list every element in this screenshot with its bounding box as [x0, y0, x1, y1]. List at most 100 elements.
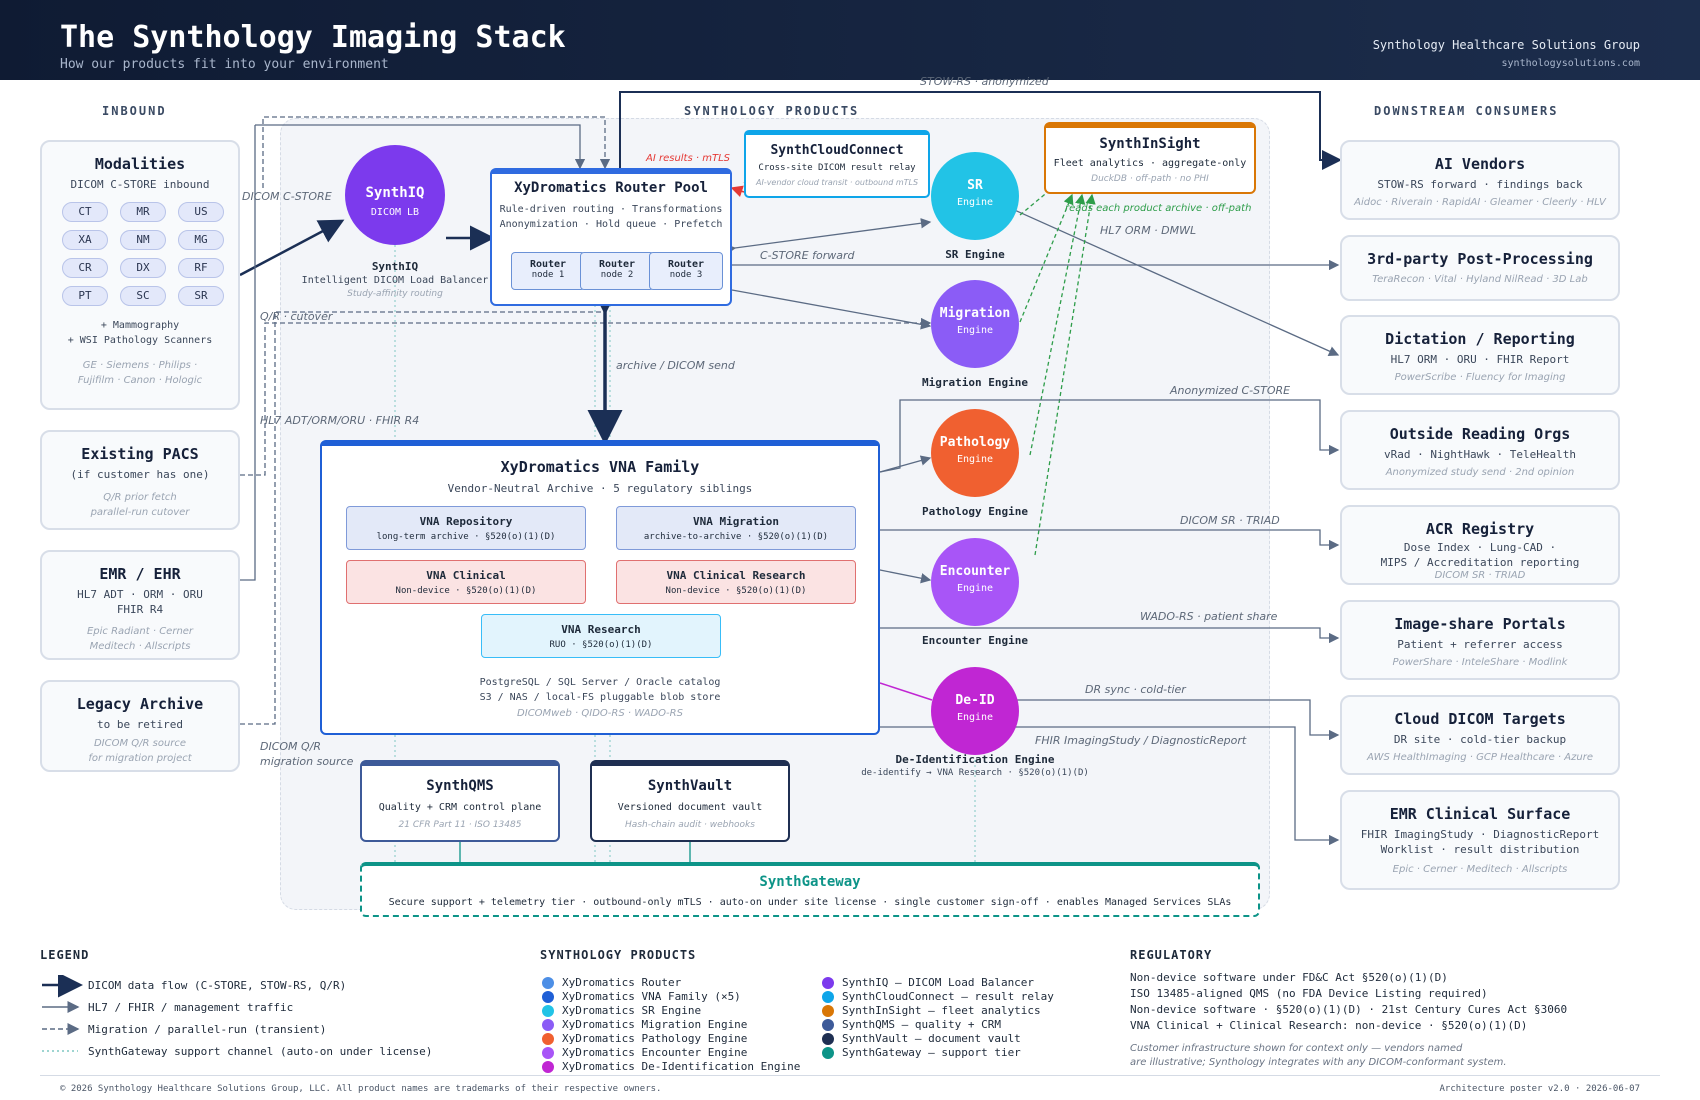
legacy-title: Legacy Archive: [76, 695, 204, 713]
vna-subtitle: Vendor-Neutral Archive · 5 regulatory si…: [447, 482, 753, 495]
vna-sub-desc: archive-to-archive · §520(o)(1)(D): [643, 532, 829, 542]
vna-family-card: XyDromatics VNA Family Vendor-Neutral Ar…: [320, 440, 880, 735]
pacs-note: parallel-run cutover: [90, 507, 190, 518]
legend-item: DICOM data flow (C-STORE, STOW-RS, Q/R): [88, 979, 347, 992]
edge-label-fhir: FHIR ImagingStudy / DiagnosticReport: [1035, 734, 1247, 747]
modality-pill: DX: [120, 258, 166, 278]
engine-name: Migration: [939, 306, 1011, 321]
vna-clinical: VNA Clinical Non-device · §520(o)(1)(D): [346, 560, 586, 604]
product-color-dot: [822, 1047, 834, 1059]
product-legend-item: SynthGateway — support tier: [842, 1046, 1021, 1059]
emr-vendors: Epic Radiant · Cerner: [86, 626, 194, 637]
vna-footer-note: DICOMweb · QIDO-RS · WADO-RS: [517, 708, 683, 719]
pathology-engine-label: Pathology Engine: [922, 505, 1028, 518]
deid-engine-node: De-ID Engine: [931, 667, 1019, 755]
engine-name: De-ID: [955, 693, 995, 708]
cloudconnect-note: AI-vendor cloud transit · outbound mTLS: [755, 178, 919, 187]
insight-title: SynthInSight: [1099, 136, 1201, 152]
footer-divider: [40, 1075, 1660, 1076]
vna-sub-desc: RUO · §520(o)(1)(D): [549, 640, 653, 650]
downstream-vendors: Anonymized study send · 2nd opinion: [1385, 467, 1575, 478]
vna-sub-title: VNA Research: [561, 623, 641, 636]
modality-pill: MR: [120, 202, 166, 222]
vna-sub-title: VNA Clinical: [426, 569, 506, 582]
section-products: SYNTHOLOGY PRODUCTS: [684, 104, 860, 118]
legacy-subtitle: to be retired: [96, 718, 184, 731]
downstream-card: EMR Clinical Surface FHIR ImagingStudy ·…: [1340, 790, 1620, 890]
downstream-title: AI Vendors: [1434, 155, 1526, 173]
synthiq-node: SynthIQ DICOM LB: [345, 145, 445, 245]
existing-pacs-card: Existing PACS (if customer has one) Q/R …: [40, 430, 240, 530]
vna-sub-desc: long-term archive · §520(o)(1)(D): [376, 532, 556, 542]
regulatory-line: ISO 13485-aligned QMS (no FDA Device Lis…: [1130, 987, 1488, 1000]
downstream-sub: MIPS / Accreditation reporting: [1380, 556, 1580, 569]
product-color-dot: [822, 1019, 834, 1031]
modality-pill: CT: [62, 202, 108, 222]
legend-item: HL7 / FHIR / management traffic: [88, 1001, 294, 1014]
engine-sub: Engine: [956, 197, 994, 208]
vna-footer: PostgreSQL / SQL Server / Oracle catalog: [479, 677, 721, 688]
product-color-dot: [542, 991, 554, 1003]
modalities-extra: + Mammography: [100, 320, 180, 331]
deid-engine-label: De-Identification Engine: [895, 753, 1055, 766]
product-legend-item: SynthQMS — quality + CRM: [842, 1018, 1001, 1031]
product-legend-item: SynthIQ — DICOM Load Balancer: [842, 976, 1035, 989]
downstream-title: ACR Registry: [1425, 520, 1535, 538]
migration-engine-label: Migration Engine: [922, 376, 1028, 389]
synthinsight-card: SynthInSight Fleet analytics · aggregate…: [1044, 122, 1256, 194]
edge-label-archive-send: archive / DICOM send: [616, 359, 735, 372]
downstream-vendors: PowerScribe · Fluency for Imaging: [1394, 372, 1566, 383]
modalities-extra: + WSI Pathology Scanners: [67, 335, 213, 346]
product-legend-item: SynthCloudConnect — result relay: [842, 990, 1054, 1003]
product-legend-item: XyDromatics SR Engine: [562, 1004, 702, 1017]
downstream-title: Cloud DICOM Targets: [1394, 710, 1566, 728]
footer-copyright: © 2026 Synthology Healthcare Solutions G…: [60, 1084, 662, 1094]
router-node-name: Router: [529, 259, 567, 270]
legend-line-samples: [42, 975, 83, 1052]
product-color-dot: [542, 1019, 554, 1031]
downstream-title: Outside Reading Orgs: [1389, 425, 1571, 443]
encounter-engine-node: Encounter Engine: [931, 538, 1019, 626]
edge-label-dicom-cstore: DICOM C-STORE: [242, 190, 332, 203]
synthgateway-card: SynthGateway Secure support + telemetry …: [360, 862, 1260, 917]
engine-sub: Engine: [956, 712, 994, 723]
router-node-name: Router: [598, 259, 636, 270]
vna-research: VNA Research RUO · §520(o)(1)(D): [481, 614, 721, 658]
router-line1: Rule-driven routing · Transformations: [499, 204, 723, 215]
product-color-dot: [822, 1005, 834, 1017]
modality-pill: CR: [62, 258, 108, 278]
downstream-title: EMR Clinical Surface: [1389, 805, 1571, 823]
engine-sub: Engine: [956, 325, 994, 336]
router-node-name: Router: [667, 259, 705, 270]
qms-sub: Quality + CRM control plane: [378, 802, 542, 813]
modality-pill: MG: [178, 230, 224, 250]
downstream-title: Dictation / Reporting: [1385, 330, 1575, 348]
pathology-engine-node: Pathology Engine: [931, 409, 1019, 497]
modality-pill: US: [178, 202, 224, 222]
modality-pill: XA: [62, 230, 108, 250]
regulatory-note: Customer infrastructure shown for contex…: [1130, 1043, 1463, 1054]
product-color-dot: [542, 1005, 554, 1017]
downstream-vendors: Aidoc · Riverain · RapidAI · Gleamer · C…: [1354, 197, 1606, 208]
modalities-card: Modalities DICOM C-STORE inbound CT MR U…: [40, 140, 240, 410]
vna-sub-desc: Non-device · §520(o)(1)(D): [665, 586, 807, 596]
gateway-title: SynthGateway: [759, 874, 861, 890]
pacs-title: Existing PACS: [81, 445, 199, 463]
router-line2: Anonymization · Hold queue · Prefetch: [499, 219, 723, 230]
product-color-dot: [542, 977, 554, 989]
company-website: synthologysolutions.com: [1501, 58, 1640, 69]
product-legend-item: SynthInSight — fleet analytics: [842, 1004, 1041, 1017]
page-subtitle: How our products fit into your environme…: [60, 57, 389, 72]
downstream-card: 3rd-party Post-Processing TeraRecon · Vi…: [1340, 235, 1620, 301]
edge-label-qr-cutover: Q/R · cutover: [260, 310, 333, 323]
synthiq-note: Study-affinity routing: [347, 289, 443, 299]
section-downstream: DOWNSTREAM CONSUMERS: [1374, 104, 1559, 118]
product-legend-item: XyDromatics De-Identification Engine: [562, 1060, 801, 1073]
router-node: Router node 1: [511, 252, 585, 290]
vna-sub-title: VNA Clinical Research: [666, 569, 806, 582]
company-name: Synthology Healthcare Solutions Group: [1372, 38, 1640, 52]
regulatory-line: Non-device software · §520(o)(1)(D) · 21…: [1130, 1003, 1568, 1016]
modalities-vendors: GE · Siemens · Philips ·: [82, 360, 198, 371]
vna-sub-title: VNA Repository: [419, 515, 513, 528]
legacy-archive-card: Legacy Archive to be retired DICOM Q/R s…: [40, 680, 240, 772]
